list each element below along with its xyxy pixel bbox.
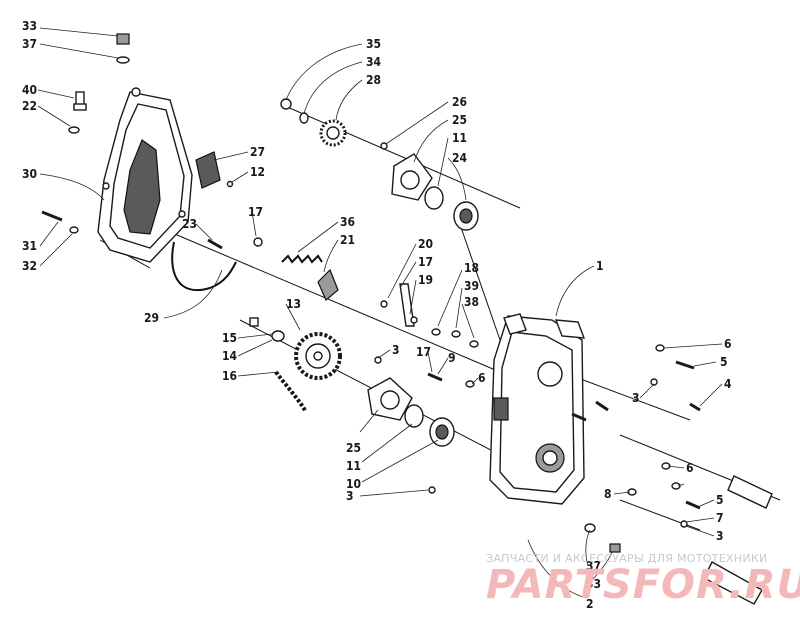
bolt-40	[68, 91, 87, 134]
callout-17-lower: 17	[416, 345, 431, 359]
callout-36: 36	[340, 215, 355, 229]
bearing-flange-top	[380, 142, 479, 231]
callout-28: 28	[366, 73, 381, 87]
callout-9: 9	[448, 351, 456, 365]
chain-16	[274, 370, 308, 414]
top-sprocket	[280, 98, 347, 147]
watermark-tagline: ЗАПЧАСТИ И АКСЕССУАРЫ ДЛЯ МОТОТЕХНИКИ	[486, 552, 768, 565]
callout-32: 32	[22, 259, 37, 273]
callout-3-bottom-right: 3	[716, 529, 724, 543]
callout-29: 29	[144, 311, 159, 325]
nut-33	[116, 33, 130, 64]
callout-7: 7	[716, 511, 724, 525]
callout-31: 31	[22, 239, 37, 253]
chaincase-cover	[97, 87, 193, 263]
callout-1: 1	[596, 259, 604, 273]
callout-37-top: 37	[22, 37, 37, 51]
callout-37-bottom: 37	[586, 559, 601, 573]
output-shaft-lower	[703, 561, 763, 605]
gearcase-housing	[489, 313, 586, 505]
output-shaft-upper	[727, 475, 773, 509]
callout-18: 18	[464, 261, 479, 275]
bolt-15	[249, 317, 285, 342]
callout-11-top: 11	[452, 131, 467, 145]
callout-8: 8	[604, 487, 612, 501]
callout-11-bottom: 11	[346, 459, 361, 473]
hardware	[380, 283, 701, 553]
callout-26: 26	[452, 95, 467, 109]
callout-3-bottom-left: 3	[346, 489, 354, 503]
callout-16: 16	[222, 369, 237, 383]
watermark: ЗАПЧАСТИ И АКСЕССУАРЫ ДЛЯ МОТОТЕХНИКИ PA…	[486, 552, 800, 608]
callout-13: 13	[286, 297, 301, 311]
callout-14: 14	[222, 349, 238, 363]
bolt-31	[41, 210, 79, 234]
callout-10: 10	[346, 477, 361, 491]
callout-27: 27	[250, 145, 265, 159]
callout-2: 2	[586, 597, 594, 611]
callout-39: 39	[464, 279, 479, 293]
callout-25-bottom: 25	[346, 441, 361, 455]
callout-35: 35	[366, 37, 381, 51]
spring-36	[281, 254, 323, 264]
drive-sprocket-13	[294, 332, 342, 380]
callout-34: 34	[366, 55, 382, 69]
callout-22: 22	[22, 99, 37, 113]
cable-29	[171, 241, 237, 291]
callout-6-right-bottom: 6	[686, 461, 694, 475]
slider-21	[317, 268, 339, 301]
callout-21: 21	[340, 233, 355, 247]
callout-24: 24	[452, 151, 468, 165]
callout-17-left: 17	[248, 205, 263, 219]
washer-17	[253, 237, 263, 247]
callout-19: 19	[418, 273, 433, 287]
callout-38: 38	[464, 295, 479, 309]
callout-20: 20	[418, 237, 433, 251]
pin-23	[207, 238, 223, 250]
callout-4: 4	[724, 377, 732, 391]
callout-5-bottom: 5	[716, 493, 724, 507]
callout-23: 23	[182, 217, 197, 231]
callout-30: 30	[22, 167, 37, 181]
callout-3-right: 3	[632, 391, 640, 405]
callout-5-top: 5	[720, 355, 728, 369]
callout-33-top: 33	[22, 19, 37, 33]
callout-33-bottom: 33	[586, 577, 601, 591]
watermark-logo: PARTSFOR.RU	[486, 562, 800, 608]
callout-25-top: 25	[452, 113, 467, 127]
callout-40: 40	[22, 83, 37, 97]
plate-27	[195, 151, 234, 189]
callout-3-mid: 3	[392, 343, 400, 357]
leader-lines	[37, 27, 723, 599]
alignment-lines	[99, 105, 781, 531]
callout-15: 15	[222, 331, 237, 345]
callout-6-right-top: 6	[724, 337, 732, 351]
callout-6-mid: 6	[478, 371, 486, 385]
bearing-flange-bottom	[367, 356, 455, 447]
callout-17-mid: 17	[418, 255, 433, 269]
callouts: 33 37 40 22 30 31 32 35 34 28 27 12 23 1…	[22, 19, 732, 611]
callout-12: 12	[250, 165, 265, 179]
